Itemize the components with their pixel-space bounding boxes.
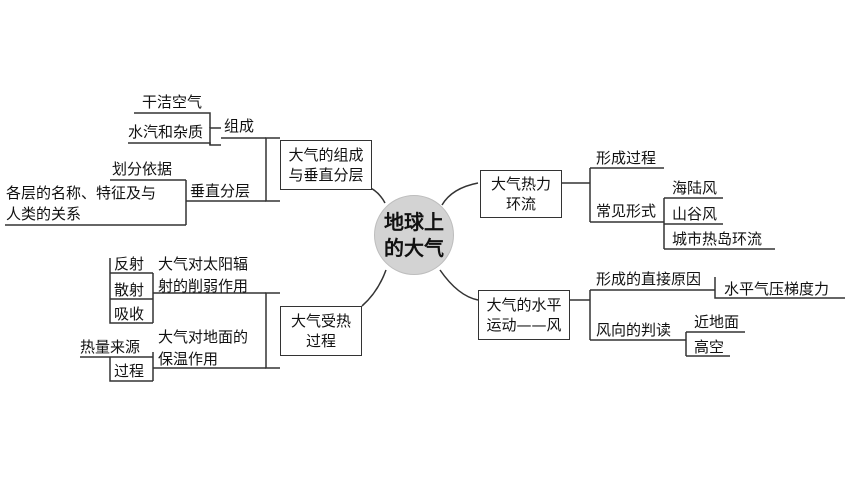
layers-desc-line1: 各层的名称、特征及与 — [6, 184, 157, 202]
layers-desc-line2: 人类的关系 — [6, 205, 82, 223]
composition-label: 组成 — [224, 117, 255, 135]
branch1-title-line1: 大气的组成 — [288, 146, 364, 164]
branch2-node: 大气受热 过程 — [280, 306, 362, 356]
layers-label: 垂直分层 — [190, 182, 251, 200]
common-forms-label: 常见形式 — [596, 202, 657, 220]
ground-line1: 大气对地面的 — [158, 328, 249, 346]
center-line2: 的大气 — [384, 236, 444, 260]
solar-line2: 射的削弱作用 — [158, 277, 249, 295]
branch4-node: 大气的水平 运动——风 — [478, 290, 570, 340]
solar-line1: 大气对太阳辐 — [158, 255, 249, 273]
branch4-title-line2: 运动——风 — [486, 316, 562, 334]
bracket-branch1 — [265, 137, 280, 202]
branch2-title-line1: 大气受热 — [290, 312, 351, 330]
process-label: 形成过程 — [596, 149, 657, 167]
composition-item-vapor: 水汽和杂质 — [128, 123, 204, 141]
branch2-title-line2: 过程 — [305, 332, 336, 350]
cause-value: 水平气压梯度力 — [724, 280, 830, 298]
connector-center-branch4 — [439, 269, 479, 301]
branch3-title-line2: 环流 — [505, 195, 536, 213]
direction-item-high-altitude: 高空 — [694, 338, 725, 356]
common-item-urban-heat-island: 城市热岛环流 — [672, 230, 763, 248]
solar-item-absorb: 吸收 — [114, 305, 145, 323]
direction-label: 风向的判读 — [596, 321, 672, 339]
solar-item-scatter: 散射 — [114, 281, 145, 299]
common-item-mountain-valley: 山谷风 — [672, 205, 718, 223]
ground-line2: 保温作用 — [158, 350, 219, 368]
composition-item-dry-air: 干洁空气 — [142, 93, 203, 111]
cause-label: 形成的直接原因 — [596, 270, 702, 288]
ground-item-process: 过程 — [114, 362, 145, 380]
center-node: 地球上 的大气 — [374, 195, 454, 275]
branch3-title-line1: 大气热力 — [490, 175, 551, 193]
branch4-title-line1: 大气的水平 — [486, 296, 562, 314]
direction-item-near-ground: 近地面 — [694, 313, 740, 331]
bracket-branch2 — [265, 292, 280, 369]
common-item-sea-land: 海陆风 — [672, 179, 718, 197]
branch1-node: 大气的组成 与垂直分层 — [280, 140, 372, 190]
solar-item-reflect: 反射 — [114, 255, 145, 273]
ground-item-heat-source: 热量来源 — [80, 338, 141, 356]
layers-basis: 划分依据 — [112, 160, 173, 178]
connector-center-branch2 — [361, 269, 387, 307]
center-line1: 地球上 — [384, 210, 444, 234]
branch1-title-line2: 与垂直分层 — [288, 166, 364, 184]
branch3-node: 大气热力 环流 — [480, 170, 562, 218]
connector-center-branch3 — [441, 182, 479, 206]
